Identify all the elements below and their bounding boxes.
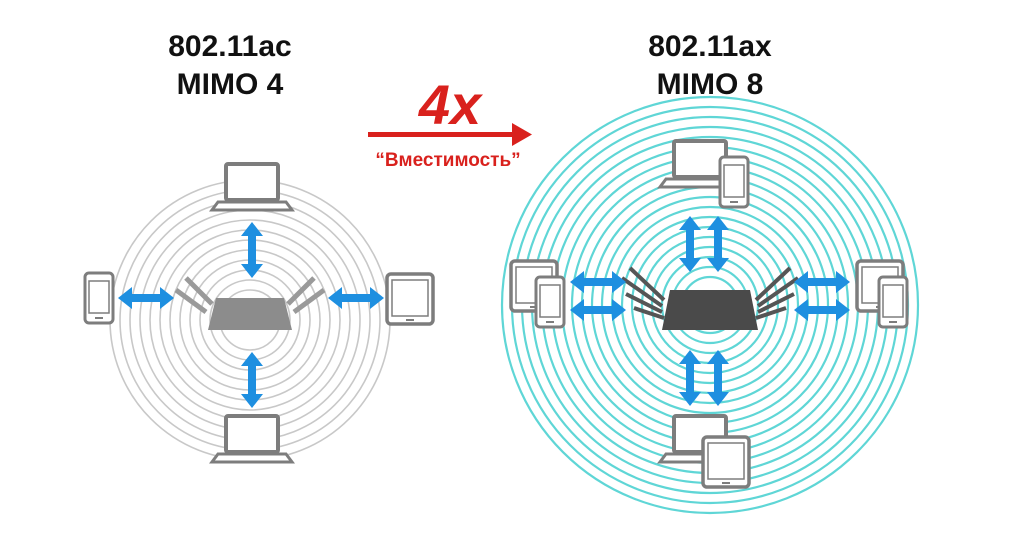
double-arrow-icon <box>707 350 729 406</box>
red-arrow-icon <box>368 123 532 146</box>
double-arrow-icon <box>707 216 729 272</box>
tablet-icon <box>701 435 751 489</box>
laptop-icon <box>210 414 294 464</box>
phone-icon <box>83 271 115 325</box>
ax-standard-label: 802.11ax <box>648 30 772 63</box>
ax-mimo-label: MIMO 8 <box>656 68 764 101</box>
phone-icon <box>718 155 750 209</box>
ac-heading: 802.11ac MIMO 4 <box>130 28 330 104</box>
router-icon <box>174 276 326 330</box>
laptop-icon <box>210 162 294 212</box>
ac-standard-label: 802.11ac <box>168 30 292 63</box>
capacity-label: “Вместимость” <box>375 150 521 171</box>
multiplier-label: 4x <box>418 73 482 136</box>
ax-heading: 802.11ax MIMO 8 <box>600 28 820 104</box>
double-arrow-icon <box>794 299 850 321</box>
ac-mimo-label: MIMO 4 <box>176 68 284 101</box>
tablet-icon <box>385 272 435 326</box>
phone-icon <box>877 275 909 329</box>
router-icon <box>620 266 800 330</box>
double-arrow-icon <box>570 299 626 321</box>
phone-icon <box>534 275 566 329</box>
